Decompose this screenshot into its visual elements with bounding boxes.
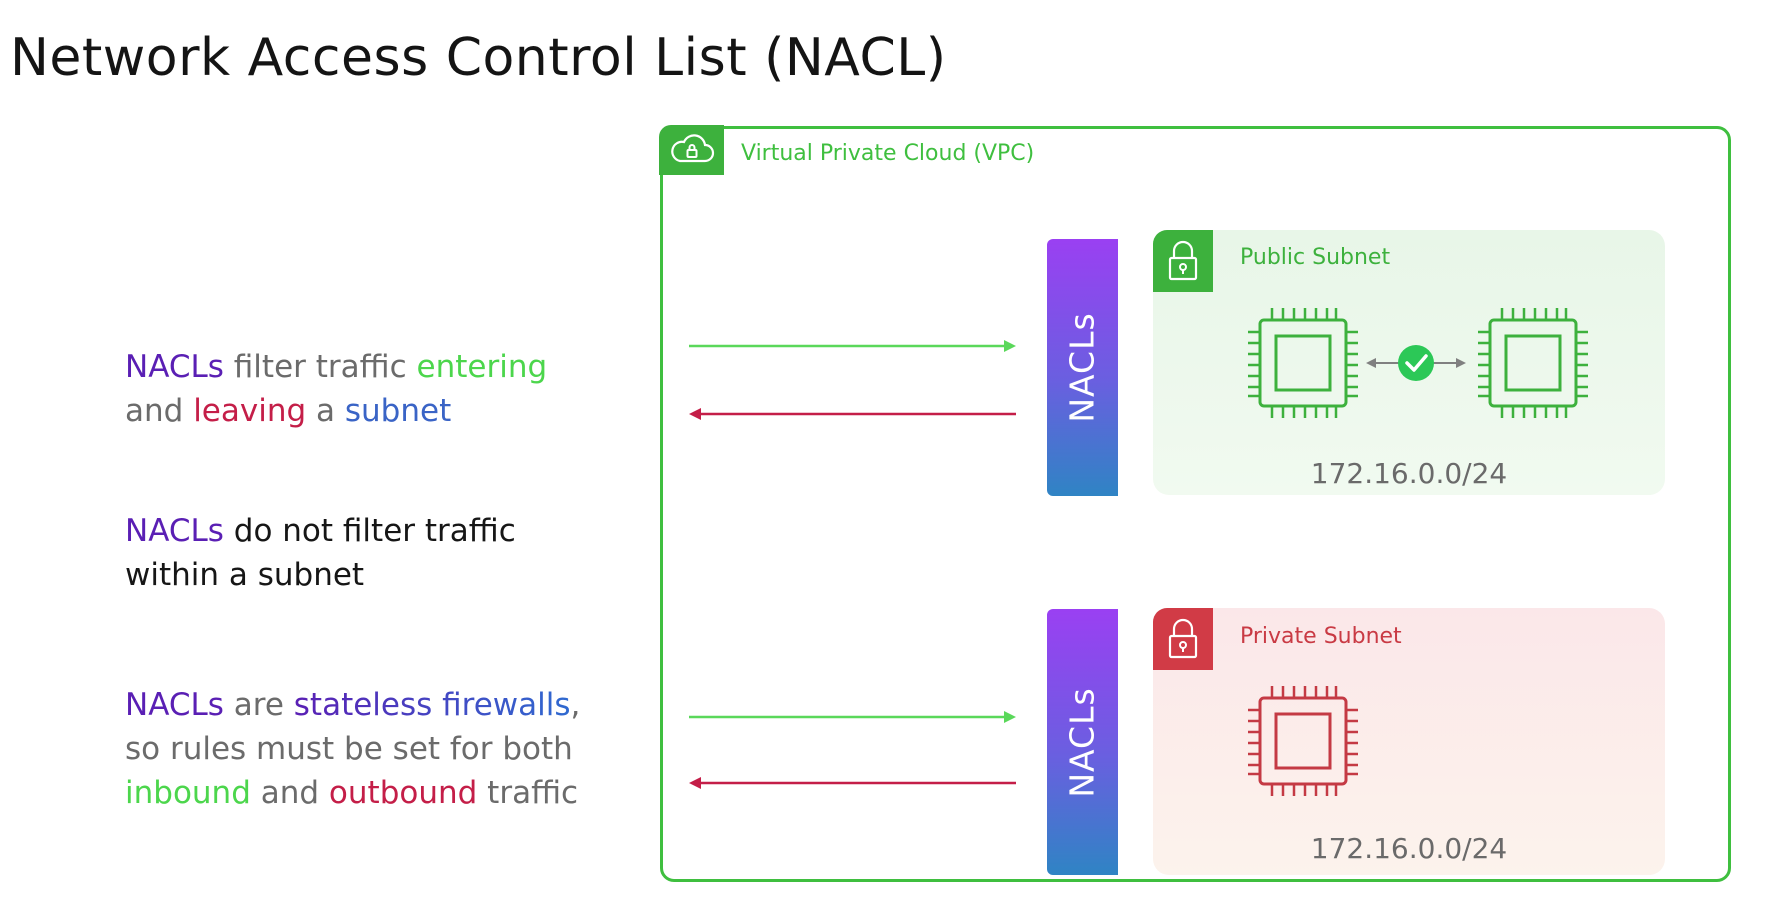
bullet-1: NACLs filter traffic entering and leavin… (125, 345, 645, 433)
public-subnet-cidr: 172.16.0.0/24 (1310, 457, 1508, 490)
bullet-text-span: are (223, 687, 294, 723)
bullet-2-line-2: within a subnet (125, 553, 645, 597)
bullet-3-line-3: inbound and outbound traffic (125, 771, 645, 815)
private-inbound-arrow (689, 711, 1016, 723)
bullet-text-span: and (250, 775, 329, 811)
vpc-icon-box (659, 125, 724, 175)
nacl-bar-private: NACLs (1047, 609, 1118, 875)
bullet-text-span: leaving (193, 393, 307, 429)
public-subnet-instances (1248, 308, 1588, 418)
bullet-text-span: traffic (477, 775, 579, 811)
bullet-1-line-1: NACLs filter traffic entering (125, 345, 645, 389)
public-subnet-icon-box (1153, 230, 1213, 292)
private-subnet-label: Private Subnet (1240, 624, 1402, 649)
bullet-text-span: do not filter traffic (223, 513, 516, 549)
bullet-text-span: entering (416, 349, 548, 385)
bullet-3-line-1: NACLs are stateless firewalls, (125, 683, 645, 727)
bullet-text-span: NACLs (125, 687, 224, 723)
bullet-2: NACLs do not filter traffic within a sub… (125, 509, 645, 597)
nacl-bar-public: NACLs (1047, 239, 1118, 496)
private-outbound-arrow (689, 777, 1016, 789)
bullet-1-line-2: and leaving a subnet (125, 389, 645, 433)
padlock-icon (1168, 240, 1198, 281)
cloud-lock-icon (670, 134, 714, 163)
private-subnet-instances (1248, 686, 1358, 796)
bullet-text-span: filter traffic (223, 349, 417, 385)
chip-icon (1248, 308, 1358, 418)
bullet-text-span: within a subnet (125, 557, 365, 593)
vpc-label: Virtual Private Cloud (VPC) (741, 141, 1035, 166)
public-outbound-arrow (689, 408, 1016, 420)
private-subnet-icon-box (1153, 608, 1213, 670)
bullet-text-span: NACLs (125, 513, 224, 549)
vpc-boundary (660, 126, 1731, 882)
chip-icon (1248, 686, 1358, 796)
bullet-2-line-1: NACLs do not filter traffic (125, 509, 645, 553)
check-circle-icon (1398, 345, 1434, 381)
bullet-3-line-2: so rules must be set for both (125, 727, 645, 771)
public-inbound-arrow (689, 340, 1016, 352)
bullet-text-span: so rules must be set for both (125, 731, 573, 767)
padlock-icon (1168, 618, 1198, 659)
bullet-text-span: and (125, 393, 194, 429)
private-subnet-cidr: 172.16.0.0/24 (1310, 832, 1508, 865)
private-subnet (1153, 608, 1665, 875)
bullet-3: NACLs are stateless firewalls, so rules … (125, 683, 645, 815)
chip-icon (1478, 308, 1588, 418)
nacl-label: NACLs (1063, 312, 1102, 423)
public-subnet-label: Public Subnet (1240, 245, 1391, 270)
nacl-label: NACLs (1063, 686, 1102, 798)
page-title: Network Access Control List (NACL) (10, 28, 947, 88)
bullet-text-span: NACLs (125, 349, 224, 385)
bullet-text-span: inbound (125, 775, 251, 811)
bullet-text-span: outbound (328, 775, 478, 811)
bullet-text-span: subnet (344, 393, 452, 429)
bullet-text-span: , (570, 687, 581, 723)
bullet-text-span: a (306, 393, 345, 429)
bullet-text-span: stateless firewalls (293, 687, 571, 723)
